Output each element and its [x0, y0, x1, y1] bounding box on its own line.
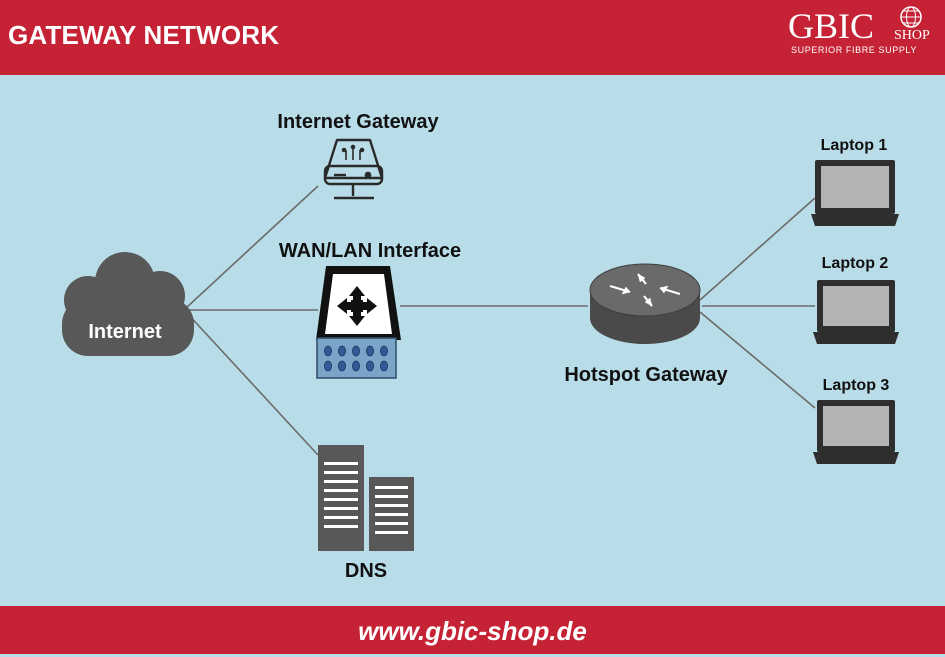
link-hotspot-laptop1: [699, 197, 816, 301]
dns-label: DNS: [345, 560, 387, 582]
footer-url[interactable]: www.gbic-shop.de: [358, 616, 587, 646]
dns-server-icon: [318, 445, 414, 551]
laptop2-icon: [813, 280, 899, 344]
laptop1-label: Laptop 1: [821, 137, 888, 154]
switch-icon: [316, 266, 401, 379]
laptop3-icon: [813, 400, 899, 464]
hotspot-router-icon: [589, 263, 701, 344]
logo-brand: GBIC: [788, 6, 874, 46]
link-internet-gateway: [185, 185, 319, 309]
internet-label: Internet: [88, 321, 162, 343]
four-way-arrow-icon: [337, 286, 377, 326]
hotspot-gateway-label: Hotspot Gateway: [564, 364, 728, 386]
header-bar: GATEWAY NETWORK GBIC SHOP SUPERIOR FIBRE…: [0, 0, 945, 75]
link-hotspot-laptop3: [699, 311, 816, 409]
wan-lan-label: WAN/LAN Interface: [279, 240, 461, 262]
link-internet-dns: [185, 311, 319, 456]
cloud-icon: [62, 252, 194, 356]
logo-tagline: SUPERIOR FIBRE SUPPLY: [791, 45, 917, 55]
gbic-logo: GBIC SHOP SUPERIOR FIBRE SUPPLY: [788, 6, 930, 55]
laptop2-label: Laptop 2: [822, 255, 889, 272]
gateway-router-icon: [323, 138, 384, 200]
laptop3-label: Laptop 3: [823, 377, 890, 394]
internet-gateway-label: Internet Gateway: [277, 111, 439, 133]
footer-bar: www.gbic-shop.de: [0, 606, 945, 654]
logo-shop: SHOP: [894, 28, 930, 43]
connection-lines: [185, 185, 816, 456]
laptop1-icon: [811, 160, 899, 226]
page-title: GATEWAY NETWORK: [8, 20, 280, 50]
